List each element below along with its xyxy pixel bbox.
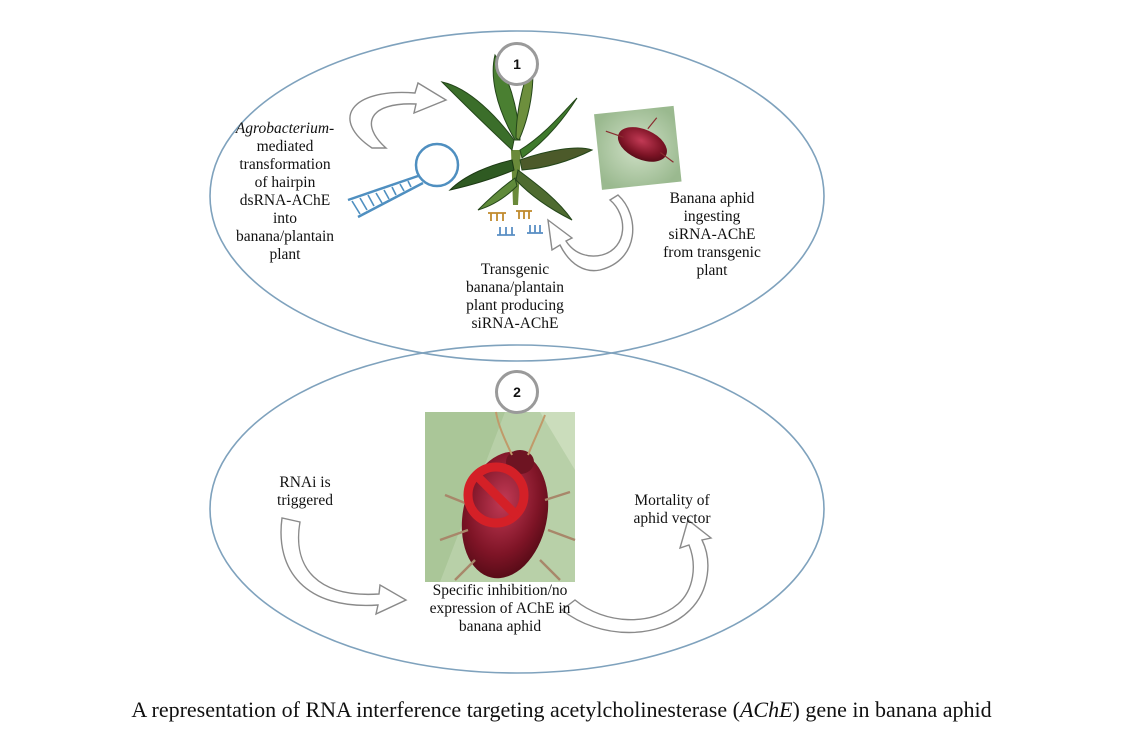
- mortality-label-line: aphid vector: [633, 510, 711, 527]
- panel-1-number: 1: [495, 42, 539, 86]
- curved-arrow-mortality: [560, 518, 713, 634]
- curved-arrow-transformation: [349, 81, 448, 149]
- caption-text-before: A representation of RNA interference tar…: [131, 697, 740, 722]
- bottom-label-line: siRNA-AChE: [471, 315, 559, 332]
- left-label-line: banana/plantain: [235, 228, 335, 245]
- right-label-line: from transgenic: [663, 244, 761, 261]
- inhibition-label-line: expression of AChE in: [429, 600, 571, 617]
- panel-1-left-label: Agrobacterium- mediated transformation o…: [200, 120, 370, 264]
- panel-2-bottom-label: Specific inhibition/no expression of ACh…: [400, 582, 600, 636]
- curved-arrow-rnai-trigger: [280, 517, 408, 616]
- panel-2-left-label: RNAi is triggered: [255, 474, 355, 510]
- inhibition-label-line: banana aphid: [458, 618, 542, 635]
- panel-2-number: 2: [495, 370, 539, 414]
- right-label-line: Banana aphid: [669, 190, 755, 207]
- panel-2-right-label: Mortality of aphid vector: [612, 492, 732, 528]
- aphid-photo-large: [425, 411, 576, 582]
- panel-1-ellipse: [209, 30, 825, 362]
- left-label-line: of hairpin: [254, 174, 316, 191]
- aphid-photo-small: [594, 105, 682, 190]
- caption-text-after: ) gene in banana aphid: [792, 697, 992, 722]
- agrobacterium-text: Agrobacterium-: [235, 120, 335, 137]
- left-label-line: mediated: [256, 138, 314, 155]
- bottom-label-line: Transgenic: [480, 261, 550, 278]
- figure-caption: A representation of RNA interference tar…: [0, 697, 1123, 723]
- panel-1-bottom-label: Transgenic banana/plantain plant produci…: [425, 261, 605, 333]
- bottom-label-line: plant producing: [466, 297, 564, 314]
- curved-arrow-ingestion: [547, 194, 634, 272]
- rnai-label-line: triggered: [277, 492, 333, 509]
- mortality-label-line: Mortality of: [634, 492, 710, 509]
- rnai-label-line: RNAi is: [279, 474, 331, 491]
- bottom-label-line: banana/plantain: [465, 279, 565, 296]
- inhibition-label-line: Specific inhibition/no: [432, 582, 568, 599]
- left-label-line: transformation: [239, 156, 331, 173]
- caption-gene-name: AChE: [739, 697, 793, 722]
- right-label-line: plant: [696, 262, 728, 279]
- right-label-line: ingesting: [683, 208, 741, 225]
- sirna-fragments-icon: [488, 210, 543, 236]
- panel-1-right-label: Banana aphid ingesting siRNA-AChE from t…: [642, 190, 782, 280]
- left-label-line: dsRNA-AChE: [239, 192, 331, 209]
- left-label-line: into: [272, 210, 298, 227]
- left-label-line: plant: [269, 246, 301, 263]
- panel-2-ellipse: [209, 344, 825, 674]
- hairpin-dsrna-icon: [347, 142, 460, 219]
- right-label-line: siRNA-AChE: [668, 226, 756, 243]
